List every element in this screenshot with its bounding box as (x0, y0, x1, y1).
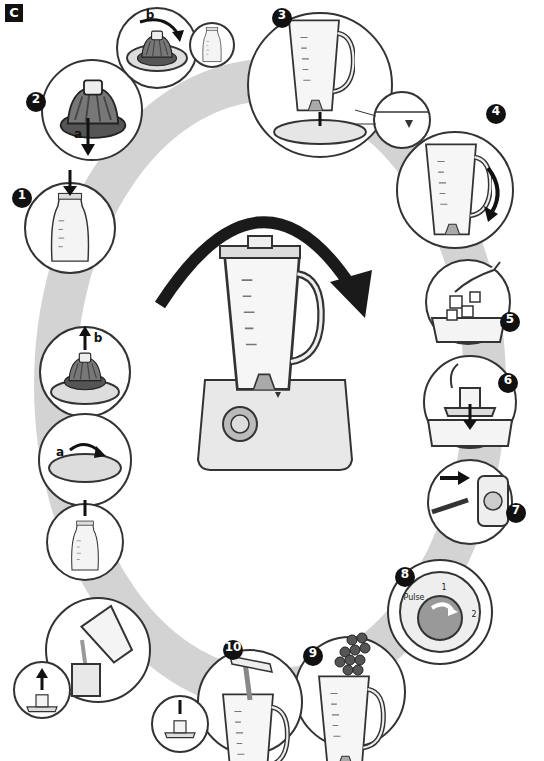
callout-number: 10 (223, 640, 243, 660)
hand-finger (451, 364, 458, 388)
drinking-glass (72, 664, 100, 696)
blender-jar (428, 420, 512, 446)
jar-opening (432, 318, 505, 342)
socket-face (484, 492, 502, 510)
spoon (455, 262, 500, 292)
up-arrow (41, 676, 44, 690)
jar-lid (165, 721, 195, 738)
callout-number: 6 (498, 373, 518, 393)
juicer-bottle (72, 521, 99, 570)
down-arrow (469, 404, 472, 422)
blender-jar (426, 144, 490, 234)
juicer-bottle (203, 28, 221, 62)
dial-label: Pulse (403, 593, 424, 602)
rotate-arrow-head (172, 30, 184, 42)
rotate-arrow (488, 168, 498, 212)
sub-step-letter: b (146, 8, 155, 22)
push-arrow-head (458, 471, 470, 485)
berries (335, 633, 370, 675)
step-circles (14, 8, 516, 754)
blender-jar (319, 676, 383, 761)
sub-step-letter: b (94, 331, 103, 345)
down-arrow (179, 700, 182, 714)
callout-number: 2 (26, 92, 46, 112)
sub-step-letter: a (74, 127, 82, 141)
dial-knob (418, 596, 462, 640)
push-arrow (440, 476, 460, 480)
jar-lid (27, 695, 57, 712)
callout-number: 4 (486, 104, 506, 124)
wall-socket (478, 476, 508, 526)
flow-arrowhead (330, 270, 372, 318)
power-plug (432, 500, 468, 512)
rotate-arrow-head (484, 206, 498, 222)
dial-label: 1 (441, 583, 446, 592)
down-arrow (84, 500, 87, 516)
center-blender (198, 236, 352, 470)
blender-jar (289, 20, 353, 110)
down-arrow-head (463, 420, 477, 430)
sub-step-letter: a (56, 445, 64, 459)
up-arrow (84, 334, 87, 350)
juicer-cone (137, 31, 176, 66)
dial-label: 2 (471, 610, 476, 619)
section-letter: C (5, 4, 23, 22)
callout-number: 9 (303, 646, 323, 666)
callout-number: 5 (500, 312, 520, 332)
inset-edge (376, 111, 428, 113)
callout-number: 7 (506, 503, 526, 523)
down-arrow (69, 170, 72, 188)
rotate-arrow-head (94, 446, 106, 458)
juicer-bottle (52, 193, 89, 261)
callout-number: 1 (12, 188, 32, 208)
callout-number: 8 (395, 567, 415, 587)
down-arrow-head (81, 144, 95, 156)
up-arrow-head (79, 326, 91, 336)
align-mark (405, 120, 413, 128)
down-arrow (87, 118, 90, 146)
down-arrow (319, 112, 322, 126)
blender-jar (81, 606, 138, 666)
ice-cubes (447, 292, 480, 320)
up-arrow-head (36, 668, 48, 678)
juicer-cone (61, 80, 126, 138)
blender-jar (223, 694, 287, 761)
down-arrow-head (63, 186, 77, 196)
juicer-cone (64, 353, 105, 390)
callout-number: 3 (272, 8, 292, 28)
turn-arrow-head (448, 606, 458, 616)
rotate-arrow (140, 20, 178, 34)
leader-line (355, 110, 376, 124)
